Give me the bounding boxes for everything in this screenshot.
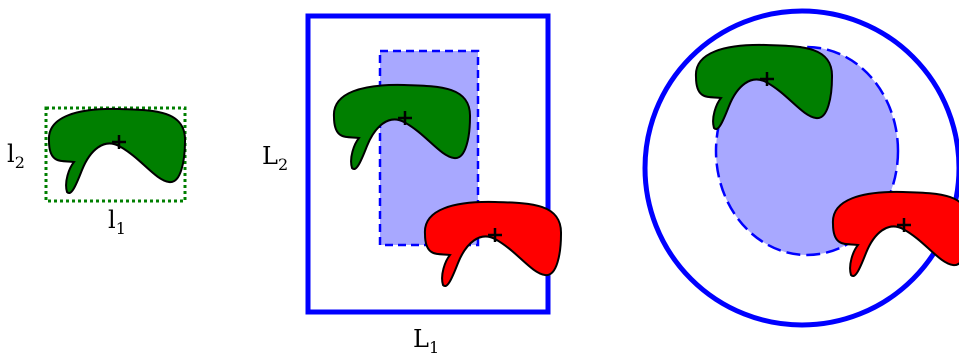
label-l2: l2 — [7, 140, 25, 172]
green-object-shape — [49, 109, 185, 193]
panel-circular-region — [645, 11, 959, 325]
red-object-shape — [833, 192, 959, 276]
panel-rectangular-region: L2 L1 — [262, 16, 561, 356]
red-object-shape — [425, 202, 561, 286]
label-L1: L1 — [413, 325, 439, 356]
panel-single-object: l2 l1 — [7, 108, 185, 238]
label-l1: l1 — [108, 206, 126, 238]
label-L2: L2 — [262, 142, 288, 174]
